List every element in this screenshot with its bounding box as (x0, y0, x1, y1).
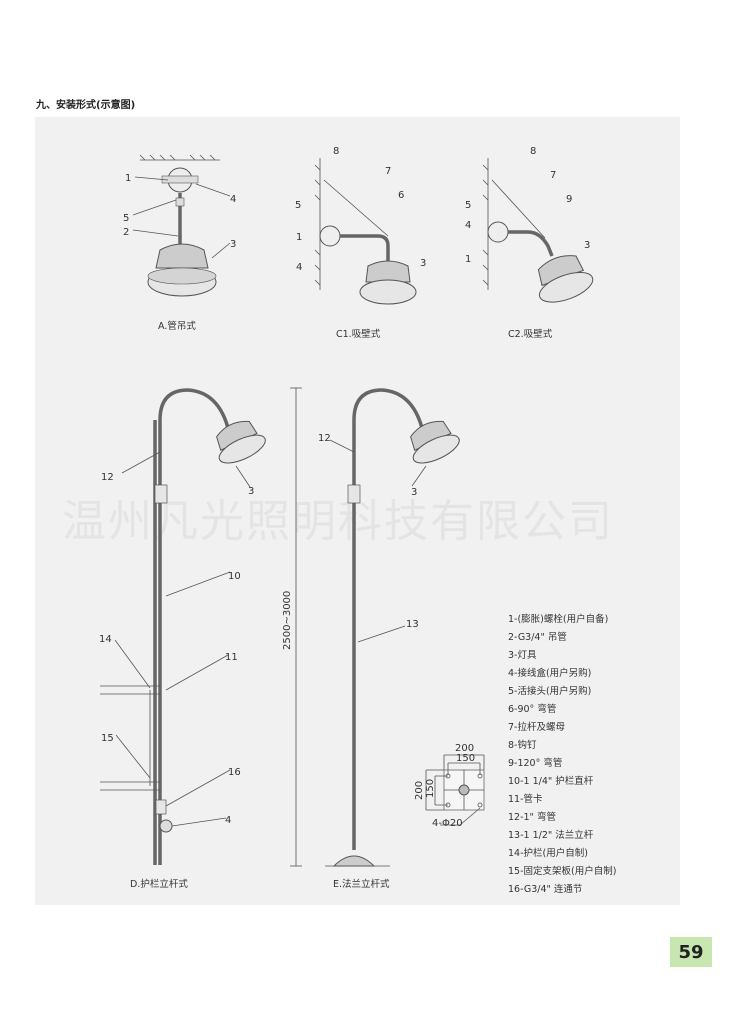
callout: 4 (465, 220, 471, 231)
diagram-a-pendant: 1 4 5 2 3 A.管吊式 (123, 154, 236, 332)
callout: 7 (385, 166, 391, 177)
callout: 7 (550, 170, 556, 181)
callout: 12 (101, 472, 114, 483)
flange-plate-detail: 200 150 200 150 4-Φ20 (414, 743, 485, 829)
callout: 8 (530, 146, 536, 157)
legend-item: 13-1 1/2" 法兰立杆 (508, 829, 594, 841)
diagram-c1-wall: 8 7 5 6 1 4 3 C1.吸壁式 (295, 146, 426, 340)
parts-legend: 1-(膨胀)螺栓(用户自备) 2-G3/4" 吊管 3-灯具 4-接线盒(用户另… (508, 613, 616, 895)
callout: 3 (411, 487, 417, 498)
legend-item: 8-钩钉 (508, 739, 537, 751)
height-dimension: 2500~3000 (282, 591, 293, 650)
legend-item: 14-护栏(用户自制) (508, 847, 588, 859)
callout: 8 (333, 146, 339, 157)
legend-item: 5-活接头(用户另购) (508, 685, 591, 697)
legend-item: 10-1 1/4" 护栏直杆 (508, 775, 594, 787)
page-number: 59 (670, 937, 712, 967)
callout: 9 (566, 194, 572, 205)
callout: 16 (228, 767, 241, 778)
caption-a: A.管吊式 (158, 320, 196, 332)
diagram-c2-wall: 8 7 5 9 4 1 3 C2.吸壁式 (465, 146, 594, 340)
callout: 4 (225, 815, 231, 826)
callout: 13 (406, 619, 419, 630)
legend-item: 12-1" 弯管 (508, 811, 556, 823)
watermark: 温州凡光照明科技有限公司 (62, 496, 614, 547)
legend-item: 2-G3/4" 吊管 (508, 631, 567, 643)
callout: 3 (230, 239, 236, 250)
callout: 3 (420, 258, 426, 269)
legend-item: 3-灯具 (508, 650, 537, 661)
callout: 10 (228, 571, 241, 582)
legend-item: 15-固定支架板(用户自制) (508, 865, 616, 877)
legend-item: 7-拉杆及螺母 (508, 721, 565, 733)
diagram-e-flange-pole: 2500~3000 12 3 13 E.法兰立杆式 (282, 387, 460, 890)
legend-item: 6-90° 弯管 (508, 703, 556, 715)
callout: 2 (123, 227, 129, 238)
flange-height-outer: 200 (414, 781, 425, 800)
diagram-panel (35, 117, 680, 905)
caption-c1: C1.吸壁式 (336, 328, 381, 340)
callout: 1 (465, 254, 471, 265)
callout: 5 (295, 200, 301, 211)
caption-d: D.护栏立杆式 (130, 878, 188, 890)
flange-width-inner: 150 (456, 753, 475, 764)
section-heading: 九、安装形式(示意图) (36, 100, 136, 111)
callout: 14 (99, 634, 112, 645)
callout: 4 (230, 194, 236, 205)
callout: 5 (123, 213, 129, 224)
callout: 4 (296, 262, 302, 273)
legend-item: 11-管卡 (508, 793, 543, 805)
flange-width-outer: 200 (455, 743, 474, 754)
callout: 1 (125, 173, 131, 184)
legend-item: 9-120° 弯管 (508, 757, 562, 769)
callout: 6 (398, 190, 404, 201)
callout: 3 (584, 240, 590, 251)
legend-item: 4-接线盒(用户另购) (508, 667, 591, 679)
callout: 3 (248, 486, 254, 497)
callout: 15 (101, 733, 114, 744)
callout: 5 (465, 200, 471, 211)
diagram-d-railing-pole: 12 3 10 14 11 15 16 4 D.护栏立杆式 (99, 388, 266, 890)
legend-item: 1-(膨胀)螺栓(用户自备) (508, 613, 608, 625)
callout: 11 (225, 652, 238, 663)
callout: 1 (296, 232, 302, 243)
flange-holes: 4-Φ20 (432, 818, 463, 829)
caption-e: E.法兰立杆式 (333, 878, 390, 890)
caption-c2: C2.吸壁式 (508, 328, 553, 340)
legend-item: 16-G3/4" 连通节 (508, 883, 582, 895)
callout: 12 (318, 433, 331, 444)
flange-height-inner: 150 (425, 779, 436, 798)
